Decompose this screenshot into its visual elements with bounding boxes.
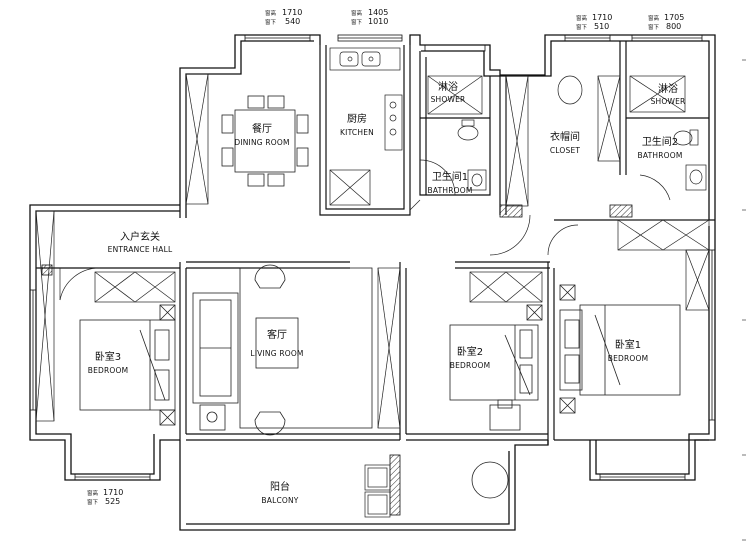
svg-text:窗下: 窗下 [87, 498, 99, 506]
balcony-label: 阳台 [270, 480, 290, 493]
living-room-label: 客厅 [267, 328, 287, 341]
bedroom1-furniture [559, 284, 681, 414]
kitchen-fixtures [329, 47, 403, 206]
doors [59, 159, 671, 301]
svg-text:800: 800 [666, 22, 681, 31]
cabinets [35, 73, 710, 518]
window-annotation-w1: 窗高 1710 窗下 540 [265, 8, 302, 26]
window-annotation-w5: 窗高 1710 窗下 525 [87, 488, 123, 506]
closet-label: 衣帽间 [550, 130, 580, 143]
dining-room-label: 餐厅 [252, 122, 272, 135]
closet-label-en: CLOSET [550, 146, 581, 155]
bedroom2-label: 卧室2 [457, 345, 483, 358]
living-room-label-en: LIVING ROOM [250, 349, 303, 358]
svg-text:1405: 1405 [368, 8, 388, 17]
shower2-label-en: SHOWER [651, 97, 686, 106]
room-labels: 餐厅 DINING ROOM 厨房 KITCHEN 淋浴 SHOWER 卫生间1… [88, 80, 686, 505]
svg-text:窗高: 窗高 [87, 489, 99, 497]
svg-text:窗高: 窗高 [265, 9, 277, 17]
svg-text:窗高: 窗高 [576, 14, 588, 22]
windows [29, 34, 716, 481]
bathroom1-label-en: BATHROOM [427, 186, 472, 195]
living-room-furniture [192, 264, 373, 436]
svg-text:1705: 1705 [664, 13, 684, 22]
shower2-label: 淋浴 [658, 82, 678, 95]
svg-text:窗下: 窗下 [265, 18, 277, 26]
bathroom1-label: 卫生间1 [432, 170, 468, 183]
svg-text:窗高: 窗高 [648, 14, 660, 22]
balcony-label-en: BALCONY [261, 496, 298, 505]
bedroom3-label: 卧室3 [95, 350, 121, 363]
svg-text:1710: 1710 [103, 488, 123, 497]
dining-room-label-en: DINING ROOM [234, 138, 289, 147]
shower1-label-en: SHOWER [431, 95, 466, 104]
svg-text:窗下: 窗下 [648, 23, 660, 31]
svg-text:1710: 1710 [282, 8, 302, 17]
window-annotations: 窗高 1710 窗下 540 窗高 1405 窗下 1010 窗高 1710 窗… [87, 8, 684, 506]
bedroom3-furniture [79, 304, 176, 426]
svg-text:窗下: 窗下 [576, 23, 588, 31]
bedroom3-label-en: BEDROOM [88, 366, 129, 375]
window-annotation-w3: 窗高 1710 窗下 510 [576, 13, 612, 31]
edge-marks [742, 59, 746, 541]
bedroom1-label: 卧室1 [615, 338, 641, 351]
dining-table [221, 95, 309, 187]
svg-text:窗下: 窗下 [351, 18, 363, 26]
svg-text:1010: 1010 [368, 17, 388, 26]
shower1-label: 淋浴 [438, 80, 458, 93]
svg-text:窗高: 窗高 [351, 9, 363, 17]
bedroom2-furniture [449, 304, 543, 499]
window-annotation-w4: 窗高 1705 窗下 800 [648, 13, 684, 31]
bathroom2-label-en: BATHROOM [637, 151, 682, 160]
svg-text:1710: 1710 [592, 13, 612, 22]
entrance-hall-label-en: ENTRANCE HALL [108, 245, 173, 254]
bedroom2-label-en: BEDROOM [450, 361, 491, 370]
bathroom-fixtures [427, 75, 707, 191]
bathroom2-label: 卫生间2 [642, 135, 678, 148]
kitchen-label: 厨房 [347, 112, 367, 125]
svg-text:540: 540 [285, 17, 300, 26]
kitchen-label-en: KITCHEN [340, 128, 374, 137]
entrance-hall-label: 入户玄关 [120, 230, 160, 243]
bedroom1-label-en: BEDROOM [608, 354, 649, 363]
svg-text:510: 510 [594, 22, 609, 31]
window-annotation-w2: 窗高 1405 窗下 1010 [351, 8, 388, 26]
svg-text:525: 525 [105, 497, 120, 506]
outer-walls [29, 34, 716, 531]
